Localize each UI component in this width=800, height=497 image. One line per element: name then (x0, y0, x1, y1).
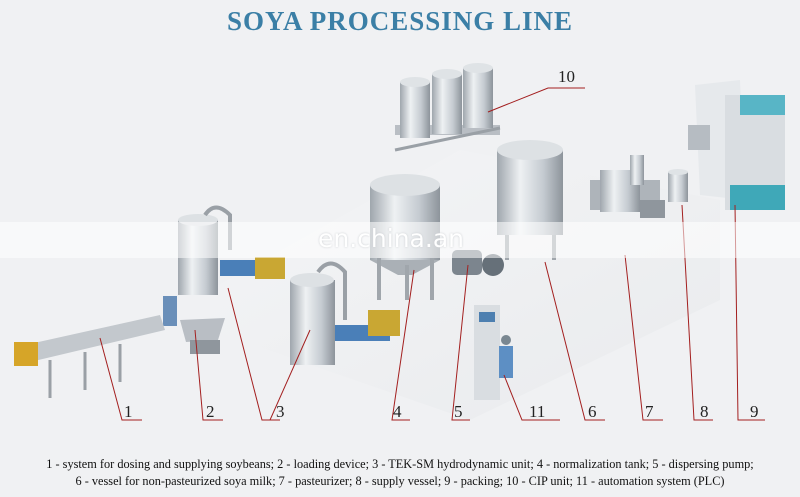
watermark-text: en.china.an (318, 224, 464, 253)
supply-vessel (668, 169, 688, 202)
watermark-band: en.china.an (0, 222, 800, 258)
label-8: 8 (700, 402, 709, 421)
raw-milk-vessel (497, 140, 563, 260)
plc-cabinet (474, 305, 513, 400)
hydrodynamic-unit-front (290, 261, 400, 365)
label-6: 6 (588, 402, 597, 421)
packing-machine (688, 80, 785, 210)
label-3: 3 (276, 402, 285, 421)
label-5: 5 (454, 402, 463, 421)
cip-unit (394, 63, 501, 152)
legend-caption: 1 - system for dosing and supplying soyb… (0, 456, 800, 490)
label-11: 11 (529, 402, 546, 421)
label-10: 10 (558, 67, 575, 86)
legend-line-1: 1 - system for dosing and supplying soyb… (46, 457, 754, 471)
pasteurizer (590, 155, 665, 218)
legend-line-2: 6 - vessel for non-pasteurized soya milk… (75, 474, 725, 488)
label-1: 1 (124, 402, 133, 421)
label-9: 9 (750, 402, 759, 421)
label-4: 4 (393, 402, 402, 421)
label-2: 2 (206, 402, 215, 421)
loading-device (163, 296, 225, 354)
dosing-conveyor (14, 315, 165, 398)
diagram-title: SOYA PROCESSING LINE (226, 6, 574, 36)
floor-area (210, 150, 720, 420)
label-7: 7 (645, 402, 654, 421)
leader-lines (99, 87, 765, 421)
